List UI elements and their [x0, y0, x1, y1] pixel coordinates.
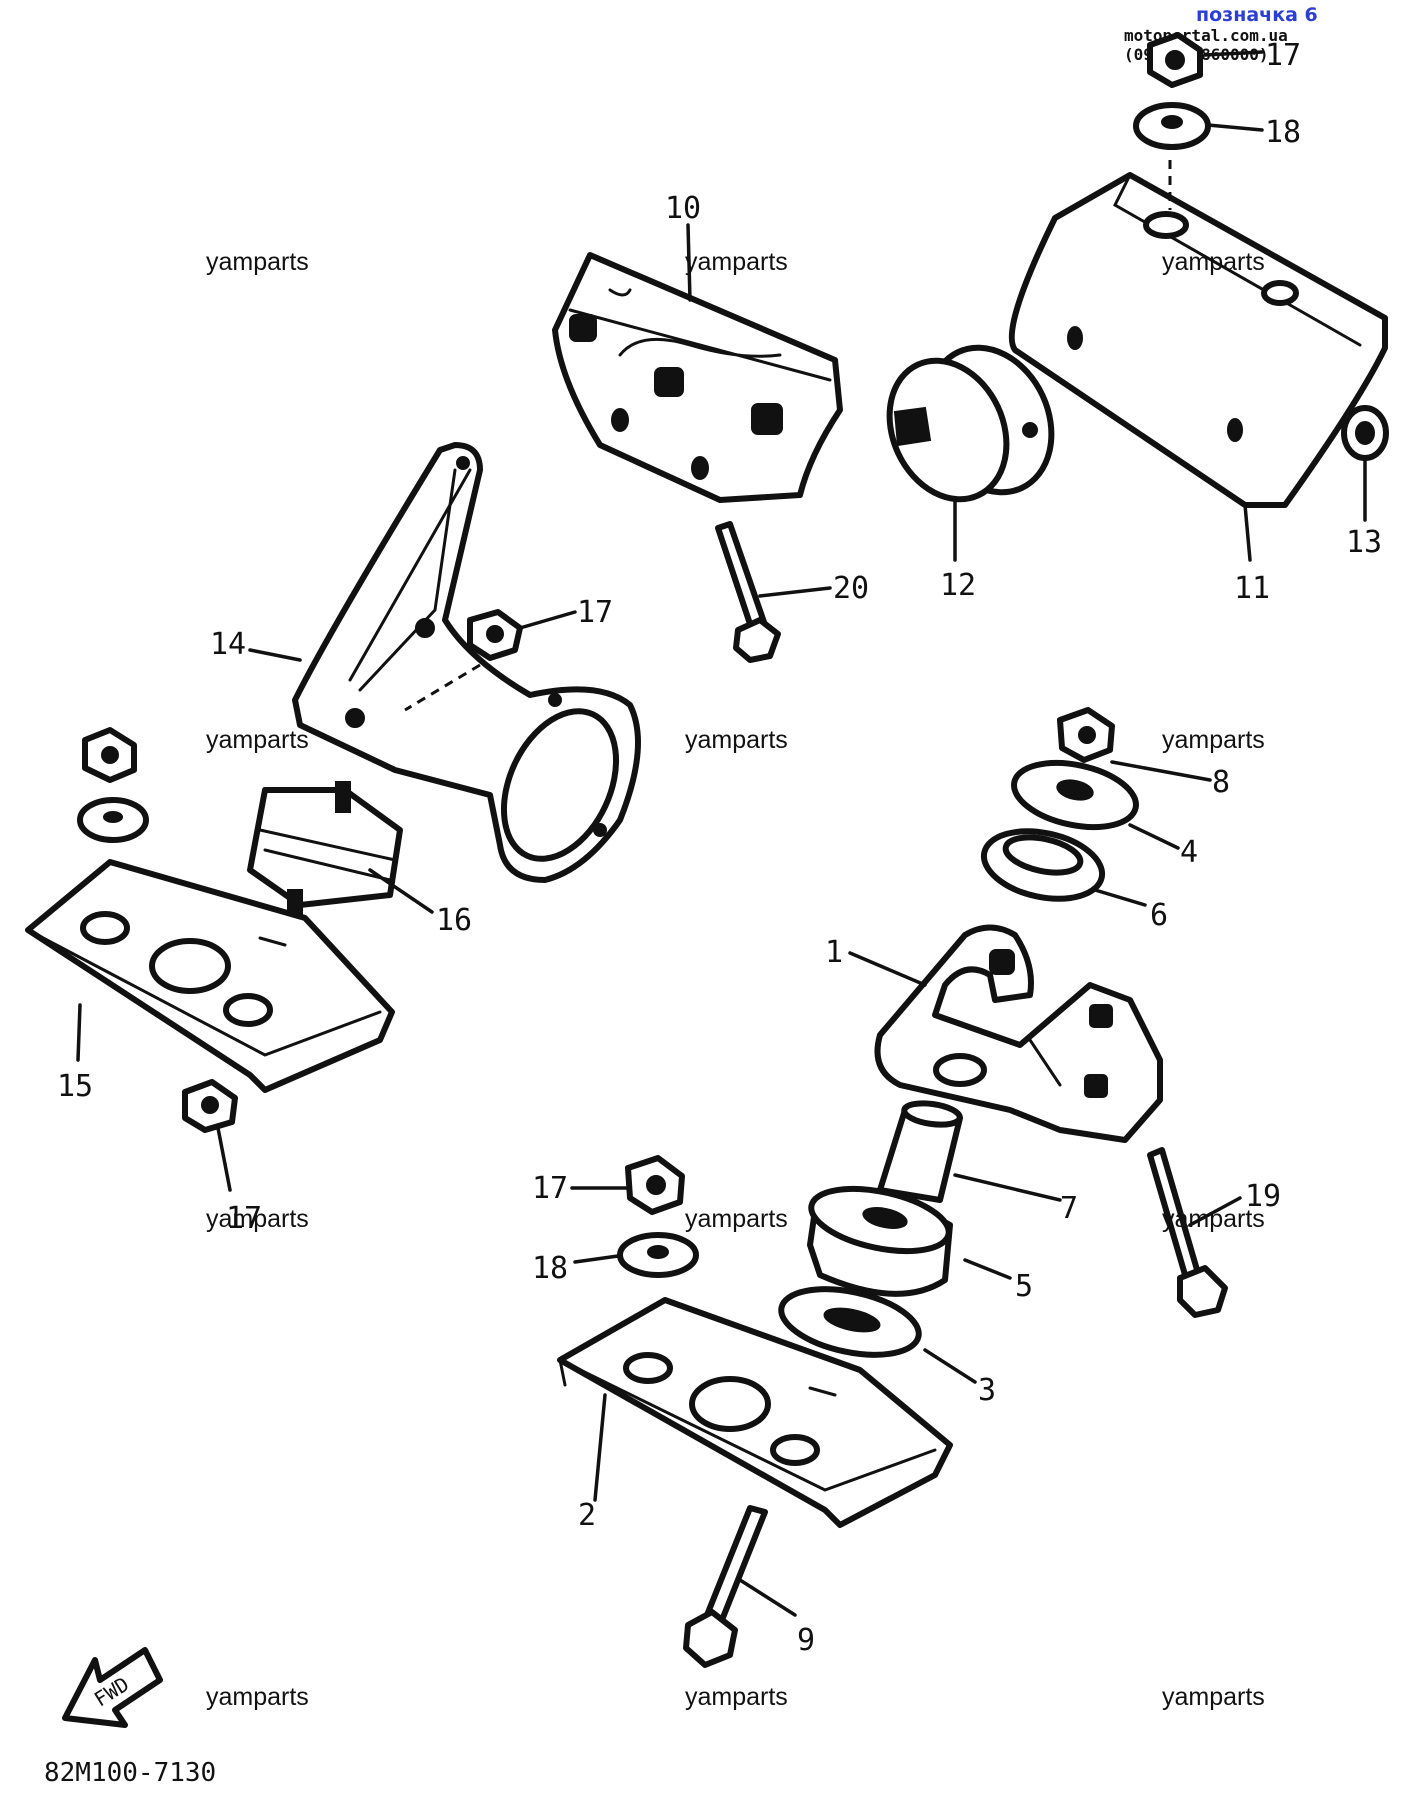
part-20-bolt	[715, 521, 781, 663]
part-17-nut-mid-left	[467, 609, 523, 661]
watermark: yamparts	[685, 1205, 788, 1233]
callout-17-lower-left: 17	[226, 1201, 262, 1236]
watermark: yamparts	[685, 248, 788, 276]
callout-8: 8	[1212, 765, 1230, 800]
part-8-nut	[1057, 707, 1115, 763]
callout-numbers: 17 18 10 12 11 13 20 17 14 16 15 17 8 4 …	[57, 38, 1382, 1658]
part-3-washer	[778, 1286, 922, 1358]
callout-17-middle: 17	[532, 1171, 568, 1206]
callout-2: 2	[578, 1498, 596, 1533]
part-6-ring	[980, 828, 1106, 902]
part-7-sleeve	[877, 1100, 963, 1203]
part-10-bracket	[552, 252, 843, 503]
watermark: yamparts	[206, 726, 309, 754]
part-1-bracket	[874, 924, 1163, 1143]
watermark: yamparts	[1162, 248, 1265, 276]
callout-14: 14	[210, 627, 246, 662]
part-17-nut-lower-left	[182, 1079, 238, 1133]
part-5-bushing	[807, 1185, 953, 1297]
callout-16: 16	[436, 903, 472, 938]
callout-13: 13	[1346, 525, 1382, 560]
part-2-plate	[557, 1297, 953, 1528]
callout-18-top: 18	[1265, 115, 1301, 150]
part-18-washer-top	[1133, 102, 1211, 150]
part-11-cover	[1008, 172, 1388, 508]
watermark: yamparts	[206, 1205, 309, 1233]
callout-5: 5	[1015, 1269, 1033, 1304]
part-17-nut-middle	[625, 1155, 685, 1215]
part-13-cap	[1341, 405, 1389, 461]
part-18-washer-middle	[617, 1232, 699, 1278]
fwd-arrow-icon: FWD	[62, 1647, 163, 1728]
callout-11: 11	[1234, 571, 1270, 606]
watermark: yamparts	[685, 726, 788, 754]
watermark: yamparts	[685, 1683, 788, 1711]
leader-lines	[76, 50, 1367, 1617]
callout-20: 20	[833, 571, 869, 606]
callout-6: 6	[1150, 898, 1168, 933]
part-9-bolt	[683, 1505, 768, 1668]
callout-4: 4	[1180, 835, 1198, 870]
watermark: yamparts	[1162, 726, 1265, 754]
left-washer	[77, 797, 149, 843]
part-14-bracket	[292, 442, 641, 883]
callout-9: 9	[797, 1623, 815, 1658]
watermark: yamparts	[1162, 1205, 1265, 1233]
callout-12: 12	[940, 568, 976, 603]
callout-18-middle: 18	[532, 1251, 568, 1286]
callout-7: 7	[1060, 1191, 1078, 1226]
callout-10: 10	[665, 191, 701, 226]
callout-19: 19	[1245, 1179, 1281, 1214]
part-17-nut-top	[1147, 32, 1203, 88]
header-title: позначка 6	[1196, 4, 1318, 26]
callout-17-top: 17	[1265, 38, 1301, 73]
callout-17-mid-left: 17	[577, 595, 613, 630]
left-nut	[82, 727, 137, 783]
part-15-plate	[25, 859, 395, 1093]
watermark: yamparts	[1162, 1683, 1265, 1711]
watermark: yamparts	[206, 1683, 309, 1711]
callout-15: 15	[57, 1069, 93, 1104]
part-12-damper	[886, 344, 1055, 503]
callout-1: 1	[825, 935, 843, 970]
diagram-code: 82M100-7130	[44, 1758, 217, 1788]
part-16-rubber-mount	[247, 781, 403, 915]
callout-3: 3	[978, 1373, 996, 1408]
part-4-washer	[1011, 759, 1139, 831]
part-19-bolt	[1147, 1147, 1228, 1318]
watermark: yamparts	[206, 248, 309, 276]
